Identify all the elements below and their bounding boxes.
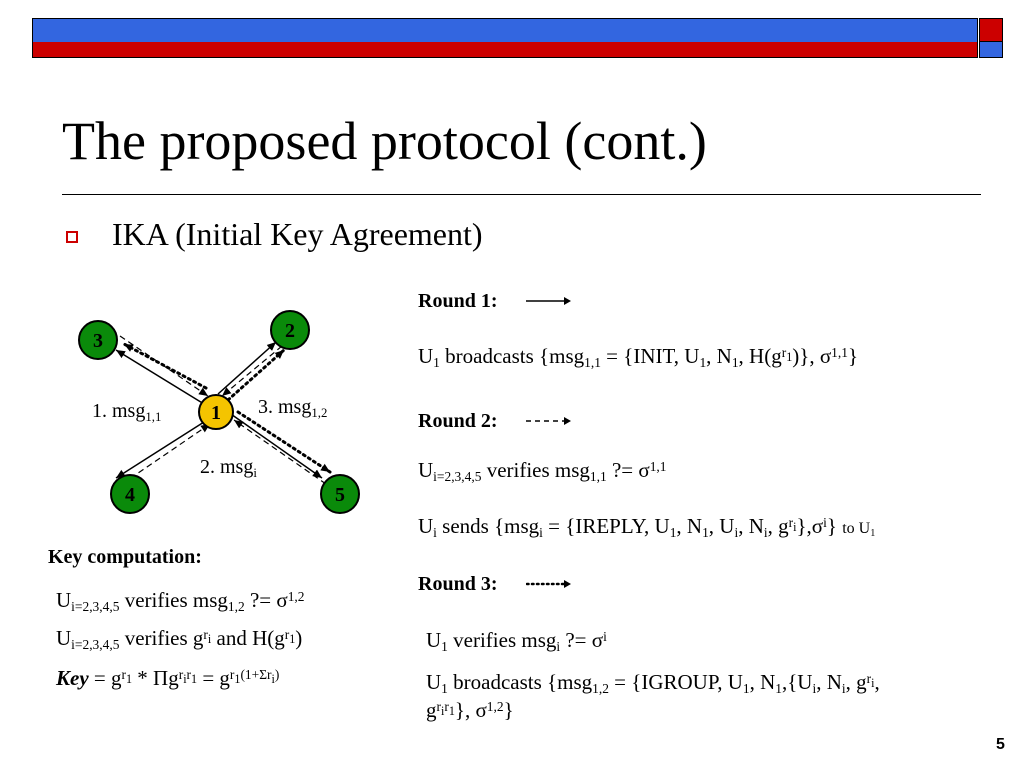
arrow-dotted-to-2	[226, 348, 286, 402]
diagram-label-msgi: 2. msgi	[200, 456, 257, 481]
round2-verify-line: Ui=2,3,4,5 verifies msg1,1 ?= σ1,1	[418, 458, 667, 485]
slide-title: The proposed protocol (cont.)	[62, 111, 707, 171]
round2-send-line: Ui sends {msgi = {IREPLY, U1, N1, Ui, Ni…	[418, 514, 876, 541]
round2-arrow-dashed	[526, 417, 571, 425]
node-2-label: 2	[285, 320, 295, 342]
round2-heading: Round 2:	[418, 410, 498, 432]
arrow-dashed-from-4	[121, 423, 211, 485]
key-verify-msg-line: Ui=2,3,4,5 verifies msg1,2 ?= σ1,2	[56, 588, 305, 615]
header-square-blue	[979, 42, 1003, 58]
bullet-text: IKA (Initial Key Agreement)	[112, 216, 483, 252]
node-1-label: 1	[211, 402, 221, 424]
node-5	[320, 474, 360, 514]
node-4	[110, 474, 150, 514]
node-2	[270, 310, 310, 350]
bullet-square-icon	[66, 231, 78, 243]
round1-arrow-solid	[526, 297, 571, 305]
diagram-label-msg11: 1. msg1,1	[92, 400, 162, 425]
arrow-dashed-from-5	[233, 419, 327, 485]
round3-verify-line: U1 verifies msgi ?= σi	[426, 628, 607, 655]
node-3-label: 3	[93, 330, 103, 352]
arrow-solid-to-2	[217, 341, 277, 395]
key-formula-line: Key = gr1 * Πgrir1 = gr1(1+Σri)	[56, 666, 280, 690]
key-computation-heading: Key computation:	[48, 546, 202, 568]
node-5-label: 5	[335, 484, 345, 506]
round1-heading: Round 1:	[418, 290, 498, 312]
node-1	[198, 394, 234, 430]
round1-broadcast-line: U1 broadcasts {msg1,1 = {INIT, U1, N1, H…	[418, 344, 859, 371]
round3-arrow-dotted	[526, 580, 571, 588]
key-verify-g-line: Ui=2,3,4,5 verifies gri and H(gr1)	[56, 626, 303, 653]
round3-heading: Round 3:	[418, 573, 498, 595]
page-number: 5	[996, 736, 1005, 753]
arrow-dotted-to-3	[122, 342, 208, 390]
node-4-label: 4	[125, 484, 135, 506]
arrow-solid-to-3	[115, 349, 205, 405]
arrow-solid-to-4	[115, 421, 205, 479]
node-3	[78, 320, 118, 360]
header-square-red	[979, 18, 1003, 42]
header-bar-blue	[32, 18, 978, 42]
arrow-dashed-from-2	[221, 345, 283, 397]
arrow-dotted-to-5	[236, 410, 332, 474]
title-divider	[62, 194, 981, 195]
round3-broadcast-line: U1 broadcasts {msg1,2 = {IGROUP, U1, N1,…	[426, 670, 880, 723]
diagram-label-msg12: 3. msg1,2	[258, 396, 328, 421]
header-bar-red	[32, 42, 978, 58]
